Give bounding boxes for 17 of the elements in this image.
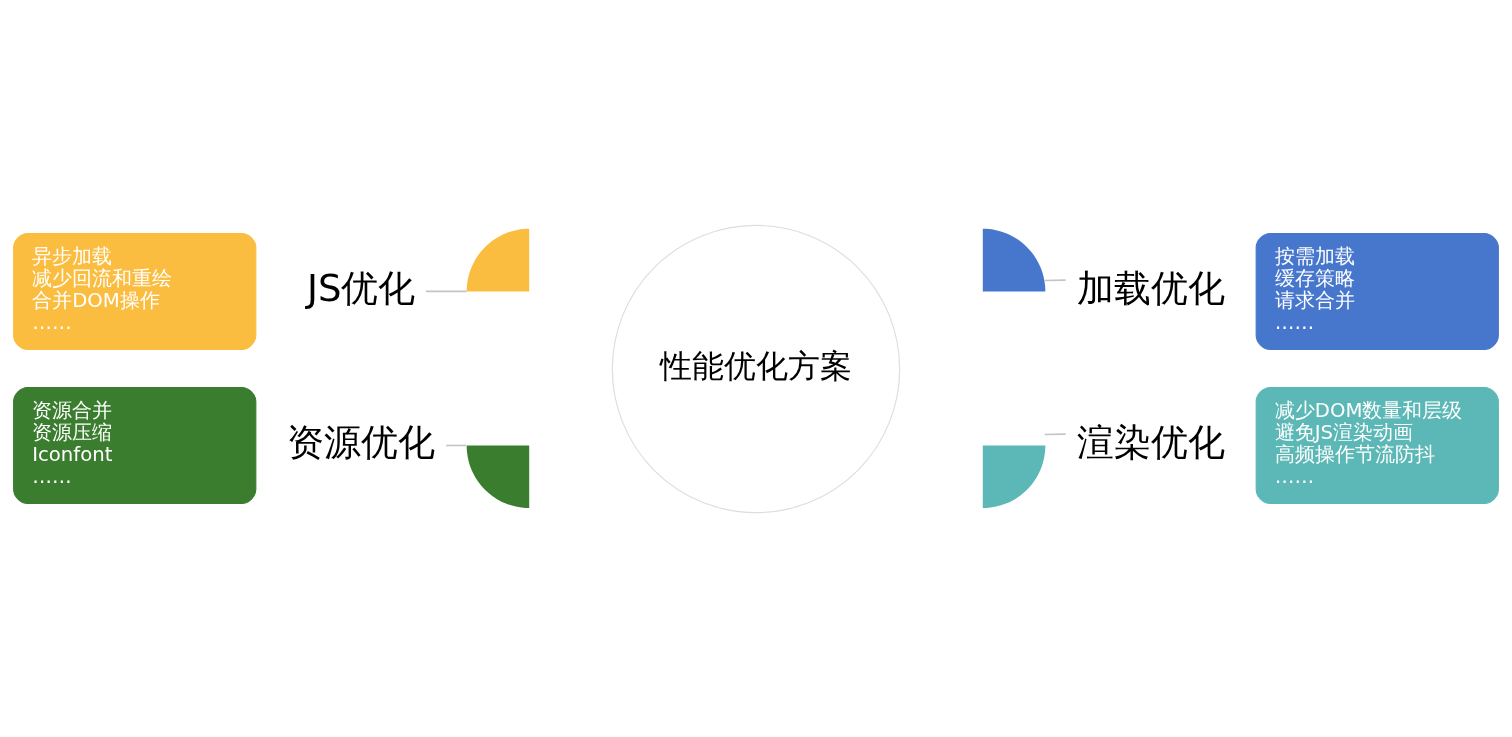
node-arc [466,228,530,291]
connector [1043,278,1067,281]
node-arc [982,228,1046,291]
node-text: JS优化 [306,266,416,310]
connector [425,290,468,292]
node-circle: 性能优化方案 [611,224,901,513]
node-text: 资源优化 [287,420,436,464]
node-box: 异步加载 减少回流和重绘 合并DOM操作 …… [13,232,257,350]
node-text: 加载优化 [1076,266,1225,310]
node-text: 渲染优化 [1076,420,1225,464]
connector [445,444,468,446]
node-arc [466,444,530,508]
node-box: 减少DOM数量和层级 避免JS渲染动画 高频操作节流防抖 …… [1255,386,1499,504]
node-box: 按需加载 缓存策略 请求合并 …… [1255,232,1499,350]
node-arc [982,444,1046,508]
node-box: 资源合并 资源压缩 Iconfont …… [13,386,257,504]
connector [1043,432,1067,435]
